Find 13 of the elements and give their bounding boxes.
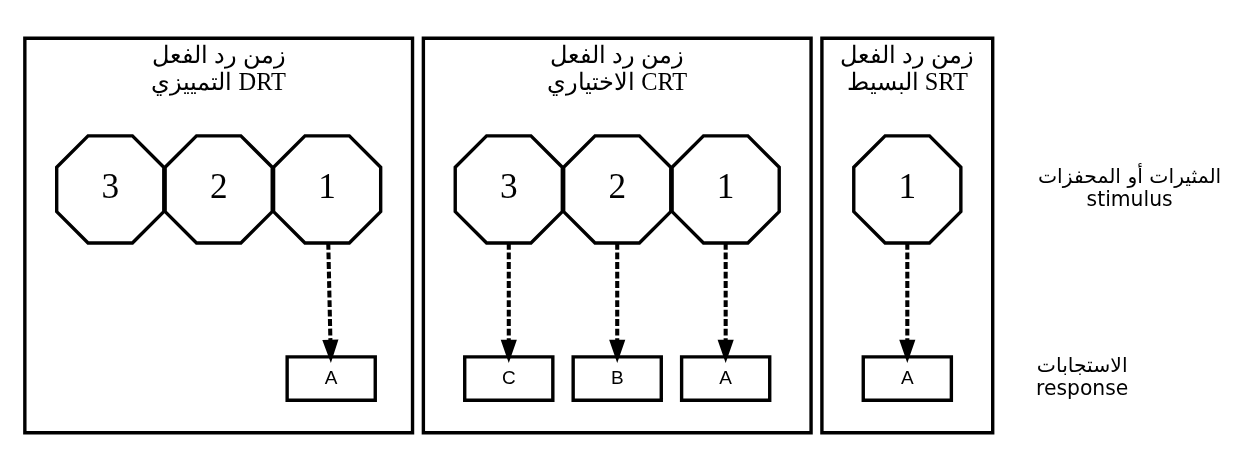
arrow <box>899 242 916 363</box>
label: الاستجابات <box>1036 352 1128 377</box>
arrow <box>500 242 517 363</box>
label: المثيرات أو المحفزات <box>1037 163 1222 188</box>
arrow <box>717 242 734 363</box>
node-box: A <box>285 354 377 402</box>
node-box: B <box>571 354 663 402</box>
node-box: C <box>463 354 555 402</box>
node-box: A <box>679 354 772 402</box>
label: response <box>1036 375 1129 400</box>
arrow <box>609 242 626 363</box>
arrow <box>322 242 339 363</box>
node-box: A <box>861 354 954 402</box>
